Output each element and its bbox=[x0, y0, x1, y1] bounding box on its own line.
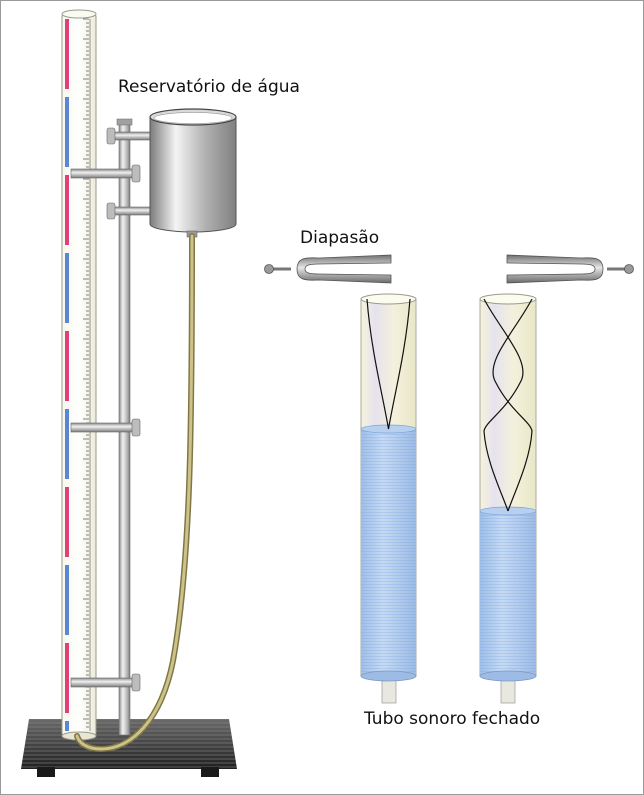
reservoir-label: Reservatório de água bbox=[118, 77, 300, 97]
tube-icon bbox=[360, 293, 417, 704]
tube-clamp bbox=[70, 673, 141, 692]
tube-icon bbox=[479, 293, 537, 704]
tube-label: Tubo sonoro fechado bbox=[364, 709, 541, 729]
diapason-label: Diapasão bbox=[300, 228, 380, 248]
standing-wave bbox=[492, 298, 533, 512]
reservoir-icon bbox=[149, 108, 237, 238]
standing-wave bbox=[366, 298, 411, 430]
ruler-icon bbox=[61, 9, 97, 741]
ruler-color-bands bbox=[65, 19, 69, 731]
hose-highlight bbox=[75, 234, 194, 751]
tuning-fork-icon bbox=[506, 254, 634, 284]
tuning-fork-icon bbox=[264, 254, 392, 284]
rod-cap bbox=[116, 118, 133, 126]
tube-clamp bbox=[70, 164, 141, 183]
standing-wave bbox=[483, 298, 524, 512]
tube-clamp bbox=[70, 418, 141, 437]
